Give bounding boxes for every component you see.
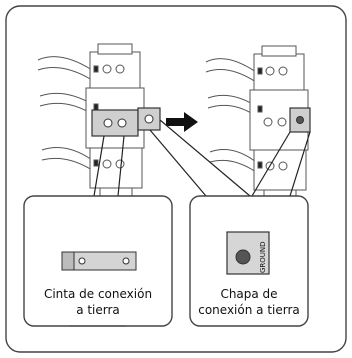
callout-label-left-line1: Cinta de conexión: [43, 287, 153, 301]
callout-label-left-line2: a tierra: [76, 303, 120, 317]
arrow-right-icon: [166, 112, 198, 132]
callout-label-right-line1: Chapa de: [220, 287, 278, 301]
ground-strip-icon: [61, 251, 137, 271]
callout-label-left: Cinta de conexión a tierra: [24, 286, 172, 318]
ground-plate-highlight: [289, 107, 311, 133]
terminal-block-after: [205, 45, 309, 201]
callout-label-right: Chapa de conexión a tierra: [190, 286, 308, 318]
callout-lines: [93, 119, 311, 197]
ground-strip-highlight: [91, 107, 161, 137]
ground-plate-text: GROUND: [259, 241, 267, 273]
ground-plate-icon: GROUND: [226, 231, 270, 275]
callout-label-right-line2: conexión a tierra: [198, 303, 300, 317]
